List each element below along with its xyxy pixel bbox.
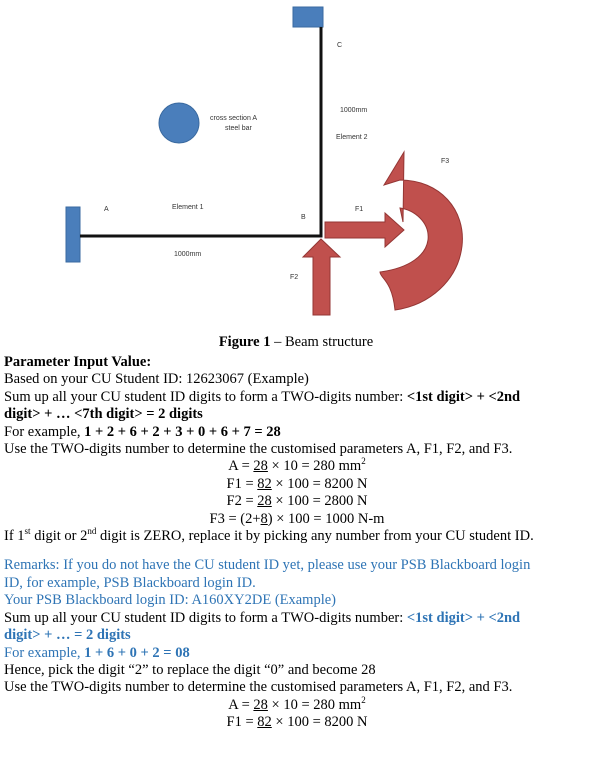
label-len1: 1000mm bbox=[174, 251, 201, 258]
label-cross-section-1: cross section A bbox=[210, 115, 257, 122]
remark-eq-f1: F1 = 82 × 100 = 8200 N bbox=[226, 714, 368, 731]
label-f2: F2 bbox=[290, 274, 298, 281]
label-element1: Element 1 bbox=[172, 204, 204, 211]
label-element2: Element 2 bbox=[336, 134, 368, 141]
remark-5: digit> + … = 2 digits bbox=[4, 627, 131, 644]
eq-a: A = 28 × 10 = 280 mm2 bbox=[228, 456, 366, 475]
support-a bbox=[65, 206, 81, 263]
line-1: Based on your CU Student ID: 12623067 (E… bbox=[4, 371, 309, 388]
line-4: For example, 1 + 2 + 6 + 2 + 3 + 0 + 6 +… bbox=[4, 423, 281, 440]
f2-arrow bbox=[301, 238, 342, 316]
remark-1: Remarks: If you do not have the CU stude… bbox=[4, 557, 531, 574]
document-body: Parameter Input Value: Based on your CU … bbox=[4, 354, 590, 732]
remark-eq-a: A = 28 × 10 = 280 mm2 bbox=[228, 694, 366, 713]
label-a: A bbox=[104, 206, 109, 213]
beam-frame bbox=[80, 27, 323, 238]
support-c bbox=[292, 6, 324, 28]
f3-moment-arrow bbox=[379, 150, 463, 311]
label-b: B bbox=[301, 214, 306, 221]
figure-caption: Figure 1 – Beam structure bbox=[0, 334, 592, 351]
remark-2: ID, for example, PSB Blackboard login ID… bbox=[4, 574, 256, 591]
label-f3: F3 bbox=[441, 158, 449, 165]
f1-arrow bbox=[324, 211, 405, 249]
eq-f3: F3 = (2+8) × 100 = 1000 N-m bbox=[209, 510, 385, 527]
line-5: Use the TWO-digits number to determine t… bbox=[4, 441, 513, 458]
label-f1: F1 bbox=[355, 206, 363, 213]
caption-bold: Figure 1 bbox=[218, 334, 271, 350]
eq-f2: F2 = 28 × 100 = 2800 N bbox=[226, 493, 368, 510]
remark-6: For example, 1 + 6 + 0 + 2 = 08 bbox=[4, 644, 190, 661]
heading: Parameter Input Value: bbox=[4, 354, 152, 370]
cross-section-circle bbox=[158, 102, 200, 144]
remarks: Remarks: If you do not have the CU stude… bbox=[4, 557, 590, 609]
line-2: Sum up all your CU student ID digits to … bbox=[4, 388, 521, 405]
remark-7: Hence, pick the digit “2” to replace the… bbox=[4, 661, 376, 678]
line-3: digit> + … <7th digit> = 2 digits bbox=[4, 406, 203, 423]
label-cross-section-2: steel bar bbox=[225, 125, 253, 132]
line-6: If 1st digit or 2nd digit is ZERO, repla… bbox=[4, 526, 534, 545]
remark-3: Your PSB Blackboard login ID: A160XY2DE … bbox=[4, 592, 337, 609]
remark-8: Use the TWO-digits number to determine t… bbox=[4, 679, 513, 696]
caption-rest: – Beam structure bbox=[270, 334, 374, 350]
label-c: C bbox=[337, 42, 342, 49]
beam-structure-figure: C 1000mm Element 2 cross section A steel… bbox=[65, 6, 463, 316]
label-len2: 1000mm bbox=[340, 107, 367, 114]
eq-f1: F1 = 82 × 100 = 8200 N bbox=[226, 475, 368, 492]
remark-4: Sum up all your CU student ID digits to … bbox=[4, 609, 521, 626]
